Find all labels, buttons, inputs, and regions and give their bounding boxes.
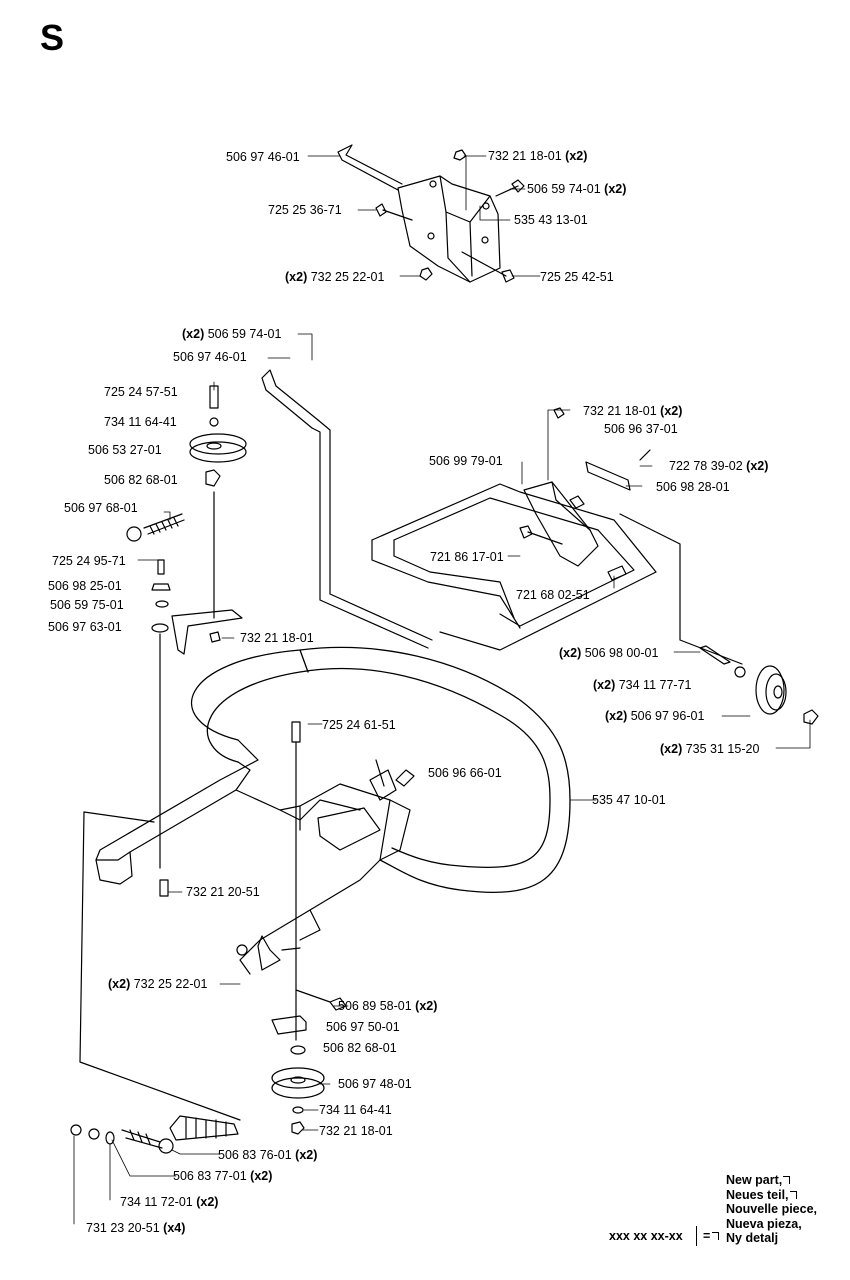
part-label: 506 98 28-01 [656, 480, 730, 494]
part-label: 506 82 68-01 [104, 473, 178, 487]
handle-loop [190, 646, 571, 893]
part-label: 506 59 74-01 (x2) [527, 182, 627, 196]
part-label: 506 97 46-01 [226, 150, 300, 164]
bottom-spring-assembly [70, 811, 241, 1154]
part-label: 506 99 79-01 [429, 454, 503, 468]
part-label: (x2) 506 97 96-01 [605, 709, 705, 723]
part-label: 734 11 64-41 [104, 415, 177, 429]
top-bracket-assembly [337, 144, 525, 283]
wheel-assembly [619, 513, 819, 725]
part-label: 732 21 18-01 [319, 1124, 393, 1138]
part-label: 506 83 76-01 (x2) [218, 1148, 318, 1162]
part-label: 506 97 63-01 [48, 620, 122, 634]
part-label: 506 89 58-01 (x2) [338, 999, 438, 1013]
part-label: 732 21 20-51 [186, 885, 260, 899]
legend-line: New part, [726, 1173, 817, 1188]
part-label: 506 83 77-01 (x2) [173, 1169, 273, 1183]
lower-pulley-stack [159, 721, 347, 1135]
part-label: (x2) 735 31 15-20 [660, 742, 760, 756]
link-rod [261, 369, 433, 649]
upper-bracket [519, 407, 651, 581]
legend-line: Ny detalj [726, 1231, 779, 1245]
center-bracket [317, 759, 415, 851]
spring-left [126, 513, 185, 542]
part-label: (x2) 732 25 22-01 [108, 977, 208, 991]
crossbar [95, 739, 411, 975]
part-label: 506 97 46-01 [173, 350, 247, 364]
part-label: 506 53 27-01 [88, 443, 162, 457]
leader-lines [73, 333, 811, 1225]
part-label: (x2) 506 59 74-01 [182, 327, 282, 341]
legend-line: Nueva pieza, [726, 1216, 802, 1231]
part-label: 725 25 42-51 [540, 270, 614, 284]
bellcrank [171, 609, 243, 655]
part-label: 731 23 20-51 (x4) [86, 1221, 186, 1235]
part-label: 734 11 64-41 [319, 1103, 392, 1117]
part-label: 506 98 25-01 [48, 579, 122, 593]
part-label: (x2) 732 25 22-01 [285, 270, 385, 284]
part-label: 732 21 18-01 (x2) [488, 149, 588, 163]
new-part-legend: New part, Neues teil, Nouvelle piece, Nu… [726, 1173, 817, 1246]
part-label: 725 24 57-51 [104, 385, 178, 399]
part-label: 506 59 75-01 [50, 598, 124, 612]
section-letter: S [40, 17, 65, 58]
part-label: 535 43 13-01 [514, 213, 588, 227]
legend-line: Nouvelle piece, [726, 1202, 818, 1216]
left-bolt-stack [151, 559, 171, 869]
left-pulley-stack [189, 385, 247, 619]
part-label: 506 96 66-01 [428, 766, 502, 780]
part-label: 734 11 72-01 (x2) [120, 1195, 219, 1209]
part-label: 506 97 50-01 [326, 1020, 400, 1034]
part-label: (x2) 734 11 77-71 [593, 678, 692, 692]
part-label: 722 78 39-02 (x2) [669, 459, 769, 473]
legend-code: xxx xx xx-xx [609, 1229, 683, 1243]
part-label: 721 68 02-51 [516, 588, 590, 602]
part-label: 506 82 68-01 [323, 1041, 397, 1055]
legend-separator [696, 1226, 697, 1246]
part-label: 725 24 95-71 [52, 554, 126, 568]
part-label: 506 97 48-01 [338, 1077, 412, 1091]
part-label: 725 25 36-71 [268, 203, 342, 217]
part-label: 506 96 37-01 [604, 422, 678, 436]
legend-equals: = [703, 1229, 720, 1243]
part-label: (x2) 506 98 00-01 [559, 646, 659, 660]
legend-line: Neues teil, [726, 1188, 817, 1203]
part-label: 732 21 18-01 (x2) [583, 404, 683, 418]
frame-plate-outline [371, 483, 657, 651]
part-label: 535 47 10-01 [592, 793, 666, 807]
part-label: 725 24 61-51 [322, 718, 396, 732]
part-label: 732 21 18-01 [240, 631, 314, 645]
part-label: 506 97 68-01 [64, 501, 138, 515]
part-label: 721 86 17-01 [430, 550, 504, 564]
